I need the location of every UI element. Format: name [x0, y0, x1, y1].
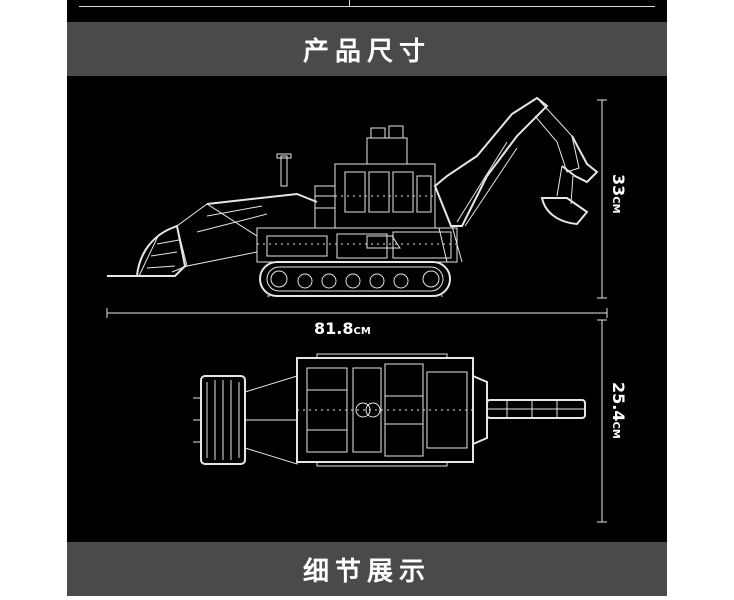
- strip-tick: [349, 0, 350, 7]
- dimension-diagram: 33CM 81.8CM 25.4CM: [106, 96, 628, 523]
- length-dimension-line: [106, 308, 608, 318]
- width-dimension-label: 25.4CM: [609, 382, 628, 439]
- section-title: 产品尺寸: [302, 36, 431, 67]
- length-dimension-label: 81.8CM: [314, 319, 371, 338]
- height-dimension-label: 33CM: [609, 174, 628, 214]
- top-strip: [67, 0, 667, 22]
- width-dimension-line: [597, 319, 607, 523]
- section-header-detail-display: 细节展示: [67, 542, 667, 596]
- side-view-illustration: [107, 96, 599, 297]
- dimension-diagram-panel: 33CM 81.8CM 25.4CM: [67, 76, 667, 542]
- strip-line: [79, 6, 655, 7]
- top-view-illustration: [193, 353, 586, 467]
- height-dimension-line: [597, 99, 607, 299]
- section-title: 细节展示: [302, 556, 431, 587]
- section-header-product-size: 产品尺寸: [67, 22, 667, 76]
